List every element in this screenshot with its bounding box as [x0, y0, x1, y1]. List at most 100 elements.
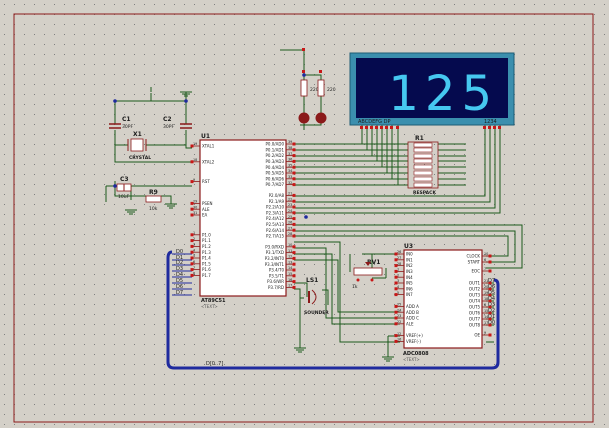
- ls1-sounder[interactable]: LS1 SOUNDER: [304, 277, 329, 316]
- pin-marker: [190, 233, 194, 237]
- pin-marker: [292, 262, 296, 266]
- pin-number: 8: [484, 303, 486, 307]
- pin-number: 3: [397, 279, 399, 283]
- pin-number: 25: [288, 215, 292, 219]
- u3-ref: U3: [404, 243, 413, 250]
- pin-marker: [488, 269, 492, 273]
- c3-capacitor[interactable]: C3 10uF: [116, 176, 132, 200]
- pin-number: 21: [288, 192, 292, 196]
- pin-number: 2: [193, 237, 195, 241]
- pin-number: 16: [288, 278, 292, 282]
- pin-number: 15: [288, 272, 292, 276]
- pin-name: IN3: [406, 269, 413, 274]
- pin-number: 4: [397, 285, 399, 289]
- pin-marker: [394, 310, 398, 314]
- pin-marker: [190, 244, 194, 248]
- resistor-220-b[interactable]: 220: [317, 79, 336, 97]
- resistor-220-a[interactable]: 220: [300, 79, 319, 97]
- pin-name: P1.2: [202, 244, 211, 249]
- pin-name: OE: [474, 333, 480, 338]
- u3-adc[interactable]: U3 ADC0808 <TEXT> IN026IN127IN228IN31IN4…: [394, 243, 492, 362]
- pin-name: P0.0/AD0: [266, 142, 285, 147]
- transistor-a[interactable]: [298, 112, 310, 124]
- pin-name: P2.4/A12: [266, 216, 284, 221]
- pin-marker: [190, 201, 194, 205]
- seven-segment-display[interactable]: 125 ABCDEFG DP 1234: [349, 52, 515, 126]
- u1-microcontroller[interactable]: U1 AT89C51 <TEXT> XTAL119XTAL218RST9PSEN…: [190, 133, 296, 309]
- pin-number: 28: [397, 262, 401, 266]
- pin-number: 3: [193, 243, 195, 247]
- pin-marker: [190, 250, 194, 254]
- pin-marker: [190, 144, 194, 148]
- bus-label: D2: [488, 308, 495, 314]
- pin-marker: [292, 222, 296, 226]
- pin-name: P1.5: [202, 261, 211, 266]
- pin-name: P2.5/A13: [266, 222, 284, 227]
- pin-marker: [292, 217, 296, 221]
- pin-name: P0.4/AD4: [266, 165, 285, 170]
- pin-name: VREF(+): [406, 333, 423, 338]
- rv1-value: 1k: [352, 284, 358, 290]
- pin-number: 20: [484, 285, 488, 289]
- pin-number: 9: [484, 331, 486, 335]
- pin-number: 24: [397, 308, 401, 312]
- x1-value: CRYSTAL: [129, 155, 151, 161]
- pin-name: P3.1/TXD: [266, 250, 284, 255]
- pin-number: 6: [193, 260, 195, 264]
- pin-marker: [292, 274, 296, 278]
- pin-name: XTAL2: [202, 159, 215, 164]
- pin-number: 11: [288, 249, 292, 253]
- pin-name: P3.3/INT1: [265, 262, 285, 267]
- u1-left-pins: XTAL119XTAL218RST9PSEN29ALE30EA31P1.01P1…: [190, 142, 215, 278]
- pin-name: P0.2/AD2: [266, 153, 285, 158]
- pin-number: 34: [288, 169, 292, 173]
- pin-name: ADD A: [406, 304, 419, 309]
- pin-marker: [394, 304, 398, 308]
- r1-resistor-pack[interactable]: R1 RESPACK: [407, 135, 439, 196]
- ground-symbol: [180, 91, 192, 97]
- c1-capacitor[interactable]: C1 30PF: [109, 116, 133, 130]
- c1-ref: C1: [122, 116, 131, 123]
- pin-marker: [292, 256, 296, 260]
- u3-text-tag: <TEXT>: [403, 357, 420, 362]
- pin-number: 35: [288, 163, 292, 167]
- pin-marker: [190, 268, 194, 272]
- r9-resistor[interactable]: R9 10k: [145, 189, 162, 212]
- pin-name: P1.7: [202, 273, 211, 278]
- bus-label: D5: [488, 290, 495, 296]
- bus-label: D0: [176, 249, 183, 255]
- pin-marker: [292, 193, 296, 197]
- bus-label: D2: [176, 260, 183, 266]
- pin-name: IN4: [406, 275, 413, 280]
- pin-name: P0.3/AD3: [266, 159, 285, 164]
- pin-number: 30: [193, 205, 197, 209]
- vcc-pin-markers: [302, 48, 322, 73]
- c2-capacitor[interactable]: C2 30PF: [163, 116, 192, 130]
- transistor-b[interactable]: [315, 112, 327, 124]
- pin-name: ADD C: [406, 316, 419, 321]
- pin-marker: [488, 293, 492, 297]
- pin-marker: [292, 171, 296, 175]
- pin-name: EOC: [472, 269, 481, 274]
- junction-dots: [113, 73, 308, 219]
- pin-number: 14: [484, 315, 488, 319]
- pin-number: 10: [484, 252, 488, 256]
- pin-name: OUT7: [469, 317, 481, 322]
- u3-bus-labels: D7 D6 D5 D4 D3 D2 D1 D0: [488, 278, 495, 326]
- display-segment-pins: ABCDEFG DP: [358, 119, 390, 125]
- pin-marker: [394, 334, 398, 338]
- pin-name: P0.5/AD5: [266, 171, 285, 176]
- pin-marker: [394, 264, 398, 268]
- bus-label: D1: [176, 255, 183, 261]
- pin-marker: [292, 205, 296, 209]
- rv1-potentiometer[interactable]: RV1 1k: [352, 259, 383, 290]
- x1-crystal[interactable]: X1 CRYSTAL: [127, 131, 151, 161]
- pin-name: IN7: [406, 292, 413, 297]
- pin-marker: [394, 287, 398, 291]
- pin-marker: [394, 339, 398, 343]
- pin-number: 22: [288, 197, 292, 201]
- bus-label: D4: [176, 272, 183, 278]
- pin-number: 18: [193, 158, 197, 162]
- pin-number: 25: [397, 303, 401, 307]
